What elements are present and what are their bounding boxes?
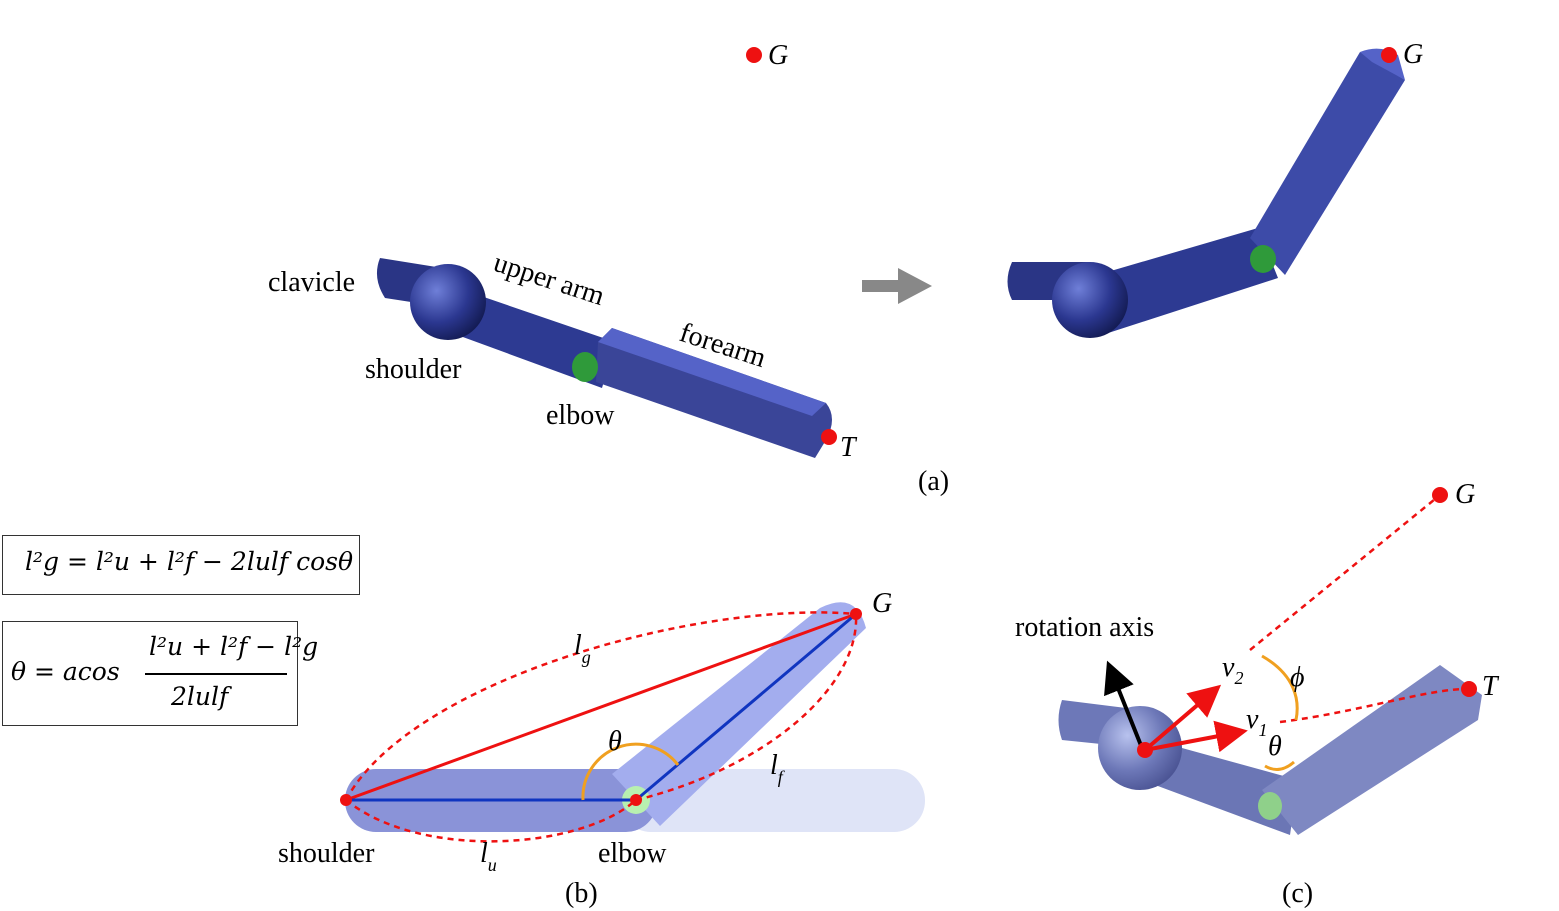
shoulder-point (340, 794, 352, 806)
v2-arrow (1143, 684, 1222, 752)
angle-equation-lhs: θ = acos (11, 657, 120, 686)
theta-arc-c (1264, 760, 1295, 771)
shoulder-ball (410, 264, 486, 340)
shoulder-ball-bent (1052, 262, 1128, 338)
clavicle-label: clavicle (268, 267, 355, 298)
rotation-axis-label: rotation axis (1015, 612, 1154, 643)
v1-arrow (1144, 720, 1248, 753)
theta-label-b: θ (608, 726, 622, 757)
shoulder-label-b: shoulder (278, 838, 375, 869)
phi-arc (1261, 654, 1299, 721)
law-of-cosines-equation: l²g = l²u + l²f − 2lulf cosθ (2, 535, 360, 595)
rotation-axis-arrow (1104, 660, 1144, 749)
caption-b: (b) (565, 878, 598, 909)
lf-label: lf (770, 750, 786, 787)
goal-dashed-line (1249, 494, 1441, 651)
tip-dashed-line (1279, 687, 1470, 724)
upper-arm-label: upper arm (490, 247, 608, 312)
caption-a: (a) (918, 466, 949, 497)
elbow-joint-bent (1250, 245, 1276, 273)
shoulder-goal-line (345, 612, 857, 802)
goal-label: G (768, 40, 788, 71)
lg-label: lg (574, 630, 591, 667)
elbow-angle-equation: θ = acos l²u + l²f − l²g 2lulf (2, 621, 318, 726)
shoulder-point-c (1137, 742, 1153, 758)
panel-c: rotation axis v2 v1 ϕ θ G T (c) (1015, 479, 1500, 909)
panel-b: lg θ lf lu G shoulder elbow (b) (278, 588, 925, 909)
caption-c: (c) (1282, 878, 1313, 909)
panel-a: G T clavicle upper arm forearm shoulder … (268, 39, 1423, 497)
forearm-link-c (1262, 665, 1482, 835)
arm-straight (376, 258, 837, 458)
goal-label-c: G (1455, 479, 1475, 510)
theta-label-c: θ (1268, 731, 1282, 762)
elbow-label-b: elbow (598, 838, 667, 869)
shoulder-label: shoulder (365, 354, 462, 385)
goal-point (850, 608, 862, 620)
upper-arm-link-bent (1080, 228, 1278, 335)
goal-label-bent: G (1403, 39, 1423, 70)
goal-label-b: G (872, 588, 892, 619)
fraction-bar (145, 673, 287, 675)
arm-bent (1007, 47, 1405, 338)
tip-label-c: T (1482, 671, 1500, 702)
lg-arc (344, 611, 857, 801)
angle-equation-denominator: 2lulf (171, 682, 229, 711)
goal-marker-c (1432, 487, 1448, 503)
tip-label: T (840, 432, 858, 463)
tip-marker-bent (1381, 47, 1397, 63)
law-of-cosines-text: l²g = l²u + l²f − 2lulf cosθ (25, 547, 354, 576)
elbow-label: elbow (546, 400, 615, 431)
lu-label: lu (480, 838, 497, 875)
v2-label: v2 (1222, 652, 1243, 688)
forearm-link-bent (1250, 52, 1405, 275)
v1-label: v1 (1246, 704, 1267, 740)
tip-marker (821, 429, 837, 445)
forearm-bone (635, 612, 857, 802)
elbow-joint-c (1258, 792, 1282, 820)
lf-arc (635, 613, 858, 802)
theta-arc-b (581, 742, 680, 801)
transition-arrow (862, 268, 932, 304)
tip-marker-c (1461, 681, 1477, 697)
goal-marker (746, 47, 762, 63)
elbow-joint (572, 352, 598, 382)
phi-label: ϕ (1290, 662, 1305, 693)
angle-equation-numerator: l²u + l²f − l²g (149, 632, 319, 661)
elbow-point (630, 794, 642, 806)
forearm-top-face (598, 328, 826, 416)
